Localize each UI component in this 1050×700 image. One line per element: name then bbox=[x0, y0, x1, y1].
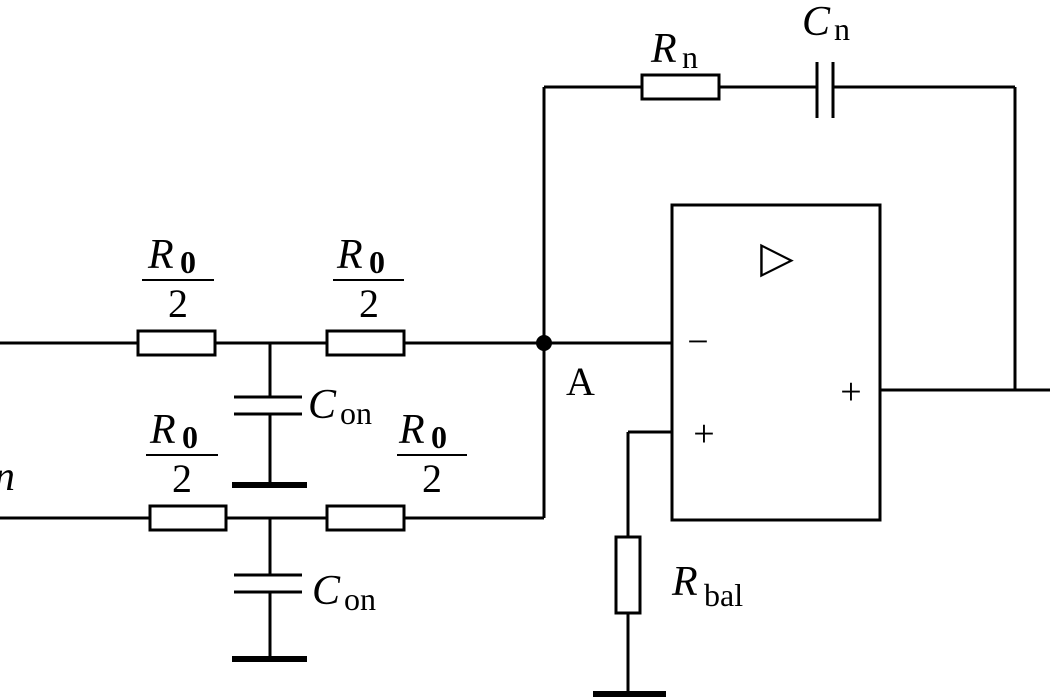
op-amp-body bbox=[670, 203, 882, 522]
label-rbal-main: R bbox=[671, 559, 698, 605]
label-con-lower-main: C bbox=[312, 568, 341, 614]
label-rbal-sub: bal bbox=[704, 577, 743, 613]
label-r0-ur-main: R bbox=[336, 232, 363, 278]
label-r0-lr-main: R bbox=[398, 407, 425, 453]
label-r0-ul-den: 2 bbox=[168, 281, 188, 326]
label-r0-ul-sub: 0 bbox=[180, 244, 196, 280]
label-cn-sub: n bbox=[834, 11, 850, 47]
label-r0-ur-den: 2 bbox=[359, 281, 379, 326]
feedback-branch bbox=[542, 62, 1017, 390]
label-r0-lr-den: 2 bbox=[422, 456, 442, 501]
label-input-partial: n bbox=[0, 454, 15, 500]
resistor-rn bbox=[640, 73, 721, 101]
resistor-r0-upper-left bbox=[136, 329, 217, 357]
op-amp-plus-output-sign: + bbox=[840, 371, 861, 413]
resistor-r0-upper-right bbox=[325, 329, 406, 357]
label-cn-main: C bbox=[802, 0, 831, 45]
op-amp bbox=[593, 203, 1050, 697]
label-node-a: A bbox=[566, 359, 595, 404]
resistor-r0-lower-left bbox=[148, 504, 228, 532]
op-amp-plus-input-sign: + bbox=[693, 413, 714, 455]
label-r0-lr-sub: 0 bbox=[431, 419, 447, 455]
upper-input-path bbox=[0, 329, 672, 488]
label-rn-sub: n bbox=[682, 39, 698, 75]
op-amp-minus-sign: − bbox=[687, 321, 708, 363]
label-r0-ul-main: R bbox=[147, 232, 174, 278]
label-con-upper-main: C bbox=[308, 382, 337, 428]
resistor-r0-lower-right bbox=[325, 504, 406, 532]
label-con-lower-sub: on bbox=[344, 581, 376, 617]
label-r0-ll-sub: 0 bbox=[182, 419, 198, 455]
label-r0-ll-main: R bbox=[149, 407, 176, 453]
op-amp-triangle-icon: ▷ bbox=[760, 233, 794, 282]
lower-input-path bbox=[0, 343, 546, 662]
label-r0-ur-sub: 0 bbox=[369, 244, 385, 280]
label-r0-ll-den: 2 bbox=[172, 456, 192, 501]
resistor-rbal bbox=[614, 535, 642, 615]
label-rn-main: R bbox=[650, 26, 677, 72]
label-con-upper-sub: on bbox=[340, 395, 372, 431]
